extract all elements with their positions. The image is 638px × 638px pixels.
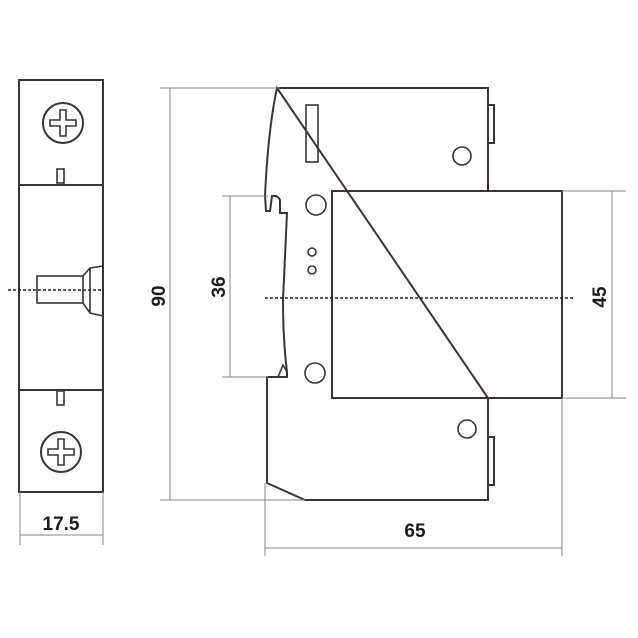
lower-clip (487, 436, 495, 486)
front-cover (331, 190, 563, 399)
side-body-outline (263, 85, 489, 501)
side-view: 90 36 45 65 (149, 85, 626, 556)
upper-left-hole (305, 194, 327, 216)
front-view: 17.5 (8, 79, 104, 545)
lower-right-hole (457, 419, 477, 439)
small-hole (307, 265, 317, 275)
height-dimension-label: 90 (149, 285, 170, 306)
width-dimension-label: 17.5 (43, 514, 80, 535)
upper-slot (56, 168, 65, 184)
rail-dimension-label: 36 (209, 276, 230, 297)
cover-dimension-label: 45 (590, 286, 611, 308)
depth-dimension-label: 65 (404, 521, 426, 542)
rail-clip-cone (82, 265, 104, 317)
lower-left-hole (304, 362, 326, 384)
rail-latch (277, 363, 288, 378)
upper-clip (487, 104, 495, 144)
indicator-window (305, 104, 319, 163)
small-hole (307, 247, 317, 257)
front-body-outline (18, 79, 104, 493)
lower-slot (56, 390, 65, 406)
top-screw-icon (42, 102, 84, 144)
bottom-screw-icon (40, 431, 82, 473)
upper-right-hole (452, 146, 472, 166)
